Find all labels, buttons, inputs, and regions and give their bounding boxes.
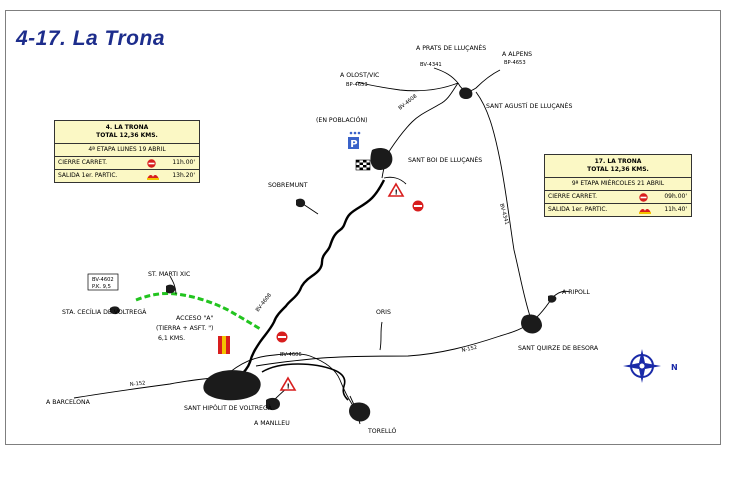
road-oris xyxy=(379,321,383,351)
road-sant-boi-local xyxy=(383,176,407,185)
place-labels: A PRATS DE LLUÇANÈS BV-4341 A OLOST/VIC … xyxy=(46,43,599,435)
village-manlleu xyxy=(266,397,280,411)
schedule-row-label: SALIDA 1er. PARTIC. xyxy=(548,206,608,213)
road-bv4341-east xyxy=(475,91,531,317)
schedule-stage-text: 4ª ETAPA LUNES 19 ABRIL xyxy=(88,146,166,153)
road-label-bv4606: BV-4606 xyxy=(280,352,302,358)
schedule-stage: 4ª ETAPA LUNES 19 ABRIL xyxy=(55,143,199,156)
no-entry-icon xyxy=(147,159,156,168)
schedule-box-right: 17. LA TRONA TOTAL 12,36 KMS. 9ª ETAPA M… xyxy=(544,154,692,217)
schedule-row-time: 13h.20' xyxy=(172,172,195,179)
label-sant-boi: SANT BOI DE LLUÇANÈS xyxy=(408,155,482,164)
schedule-row-time: 11h.00' xyxy=(172,159,195,166)
label-santa-cecilia: STA. CECÍLIA DE VOLTREGÀ xyxy=(62,307,147,316)
pk-value-label: P.K. 9,5 xyxy=(92,284,111,290)
stage-route-bv4606 xyxy=(261,363,349,401)
label-en-poblacion: (EN POBLACIÓN) xyxy=(316,115,368,124)
finish-flag-icon xyxy=(355,159,371,171)
compass-icon xyxy=(623,349,661,383)
start-car-icon xyxy=(147,172,159,180)
schedule-row: SALIDA 1er. PARTIC. 11h.40' xyxy=(545,203,691,216)
schedule-row-time: 11h.40' xyxy=(664,206,687,213)
village-sant-hipolit xyxy=(203,370,261,401)
schedule-row-label: CIERRE CARRET. xyxy=(548,193,598,200)
service-dots-icon xyxy=(349,131,361,135)
road-label-n152-east: N-152 xyxy=(461,345,478,354)
label-sant-quirze: SANT QUIRZE DE BESORA xyxy=(518,345,599,352)
label-prats-road: BV-4341 xyxy=(420,62,442,68)
label-barcelona: A BARCELONA xyxy=(46,399,91,406)
village-torello xyxy=(349,402,371,422)
label-olost: A OLOST/VIC xyxy=(340,72,379,79)
no-entry-icon xyxy=(639,193,648,202)
label-oris: ORIS xyxy=(376,309,391,316)
schedule-row-label: CIERRE CARRET. xyxy=(58,159,108,166)
access-route-a xyxy=(135,292,263,332)
label-olost-road: BP-4653 xyxy=(346,82,368,88)
no-entry-icon xyxy=(412,200,424,212)
label-alpens: A ALPENS xyxy=(502,51,532,58)
schedule-row: CIERRE CARRET. 11h.00' xyxy=(55,156,199,169)
road-to-olost xyxy=(356,81,459,92)
schedule-stage: 9ª ETAPA MIÉRCOLES 21 ABRIL xyxy=(545,177,691,190)
village-sant-agusti xyxy=(459,87,473,99)
schedule-row: CIERRE CARRET. 09h.00' xyxy=(545,190,691,203)
label-sant-hipolit: SANT HIPÒLIT DE VOLTREGÀ xyxy=(184,403,273,412)
schedule-stage-text: 9ª ETAPA MIÉRCOLES 21 ABRIL xyxy=(571,180,665,187)
stage-route-line xyxy=(239,179,386,377)
schedule-box-left: 4. LA TRONA TOTAL 12,36 KMS. 4ª ETAPA LU… xyxy=(54,120,200,183)
label-manlleu: A MANLLEU xyxy=(254,420,290,427)
no-entry-icon xyxy=(276,331,288,343)
parking-icon: P xyxy=(348,137,359,150)
label-sant-agusti: SANT AGUSTÍ DE LLUÇANÈS xyxy=(486,101,572,110)
start-car-icon xyxy=(639,206,651,214)
schedule-row-time: 09h.00' xyxy=(664,193,687,200)
danger-icon: ! xyxy=(279,376,297,391)
label-sobremunt: SOBREMUNT xyxy=(268,182,308,189)
pk-label-box xyxy=(87,273,119,291)
label-acceso-3: 6,1 KMS. xyxy=(158,335,185,342)
schedule-row: SALIDA 1er. PARTIC. 13h.20' xyxy=(55,169,199,182)
schedule-total: TOTAL 12,36 KMS. xyxy=(587,166,649,173)
page-title: 4-17. La Trona xyxy=(16,27,165,50)
schedule-title: 17. LA TRONA xyxy=(594,158,642,165)
village-sant-boi xyxy=(370,148,393,170)
village-sobremunt xyxy=(296,198,306,208)
pk-road-label: BV-4602 xyxy=(92,277,114,283)
label-sant-martixic: ST. MARTI XIC xyxy=(148,271,190,278)
schedule-title: 4. LA TRONA xyxy=(105,124,149,131)
svg-text:P: P xyxy=(350,139,357,150)
danger-icon: ! xyxy=(387,182,405,197)
label-alpens-road: BP-4653 xyxy=(504,60,526,66)
village-st-marti-xic xyxy=(166,284,176,294)
village-sant-quirze xyxy=(521,314,542,334)
label-torello: TORELLÓ xyxy=(367,426,397,435)
villages xyxy=(110,87,557,422)
schedule-total: TOTAL 12,36 KMS. xyxy=(96,132,158,139)
village-ripoll xyxy=(548,295,557,303)
label-ripoll: A RIPOLL xyxy=(562,289,590,296)
schedule-row-label: SALIDA 1er. PARTIC. xyxy=(58,172,118,179)
label-acceso-1: ACCESO "A" xyxy=(176,315,214,322)
stage-route xyxy=(239,179,386,401)
svg-text:!: ! xyxy=(395,189,398,197)
road-label-bv4608-south: BV-4608 xyxy=(255,292,273,313)
road-label-n152-west: N-152 xyxy=(130,380,146,388)
label-prats: A PRATS DE LLUÇANÈS xyxy=(416,43,486,52)
schedule-header: 17. LA TRONA TOTAL 12,36 KMS. xyxy=(545,155,691,177)
road-label-bv4341: BV-4341 xyxy=(498,203,509,226)
road-label-bv4608-north: BV-4608 xyxy=(398,93,419,111)
start-flag-icon xyxy=(218,336,230,354)
village-santa-cecilia xyxy=(110,306,120,315)
label-acceso-2: (TIERRA + ASFT. ") xyxy=(156,325,213,332)
svg-text:!: ! xyxy=(287,383,290,391)
road-to-prats xyxy=(433,67,459,84)
access-route-link xyxy=(169,275,177,295)
map-frame xyxy=(5,10,721,445)
schedule-header: 4. LA TRONA TOTAL 12,36 KMS. xyxy=(55,121,199,143)
compass-north-label: N xyxy=(671,363,678,372)
